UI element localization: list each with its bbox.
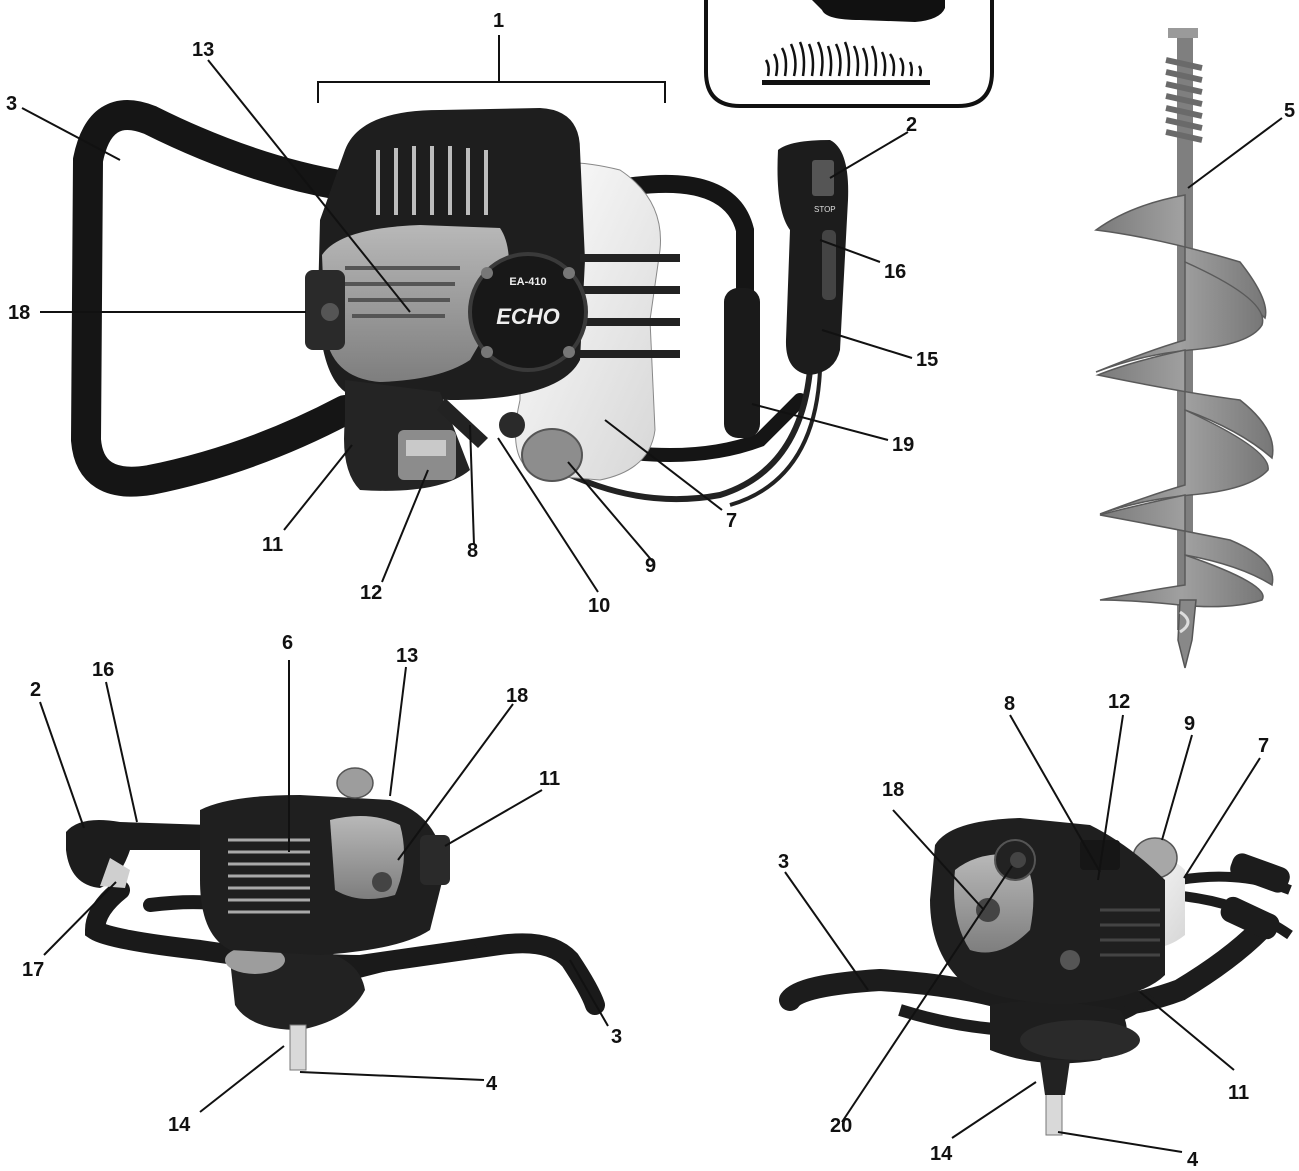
powerhead-left-view xyxy=(66,767,605,1071)
callout-2-left: 2 xyxy=(30,679,41,701)
throttle-lockout xyxy=(822,230,836,300)
callout-16-top: 16 xyxy=(884,261,906,283)
callout-4-left: 4 xyxy=(486,1073,498,1095)
callout-3-right: 3 xyxy=(778,851,789,873)
callout-13-top: 13 xyxy=(192,39,214,61)
callout-labels: 1 13 3 18 2 5 16 15 19 7 9 10 8 12 11 6 … xyxy=(6,10,1295,1171)
callout-18-top: 18 xyxy=(8,302,30,324)
callout-3-top: 3 xyxy=(6,93,17,115)
starter-badge xyxy=(468,252,588,372)
ground-line xyxy=(762,80,930,85)
callout-9-top: 9 xyxy=(645,555,656,577)
stop-switch-label: STOP xyxy=(814,205,836,214)
fuel-cap-left xyxy=(336,767,374,799)
operator-handle-left xyxy=(70,100,360,497)
stop-switch xyxy=(812,160,834,196)
callout-19: 19 xyxy=(892,434,914,456)
callout-13-left: 13 xyxy=(396,645,418,667)
choke-lever xyxy=(437,398,488,448)
callout-9-right: 9 xyxy=(1184,713,1195,735)
callout-14-right: 14 xyxy=(930,1143,953,1165)
callout-10: 10 xyxy=(588,595,610,617)
callout-11-top: 11 xyxy=(262,534,283,556)
warning-inset xyxy=(704,0,994,108)
callout-5: 5 xyxy=(1284,100,1295,122)
callout-11-right: 11 xyxy=(1228,1082,1249,1104)
output-shaft xyxy=(289,1024,307,1071)
callout-14-left: 14 xyxy=(168,1114,191,1136)
callout-8-right: 8 xyxy=(1004,693,1015,715)
auger-flighting xyxy=(1094,194,1274,608)
callout-18-left: 18 xyxy=(506,685,528,707)
callout-18-right: 18 xyxy=(882,779,904,801)
flame-symbol-icon xyxy=(764,41,923,77)
bracket-1 xyxy=(317,35,666,103)
callout-3-left: 3 xyxy=(611,1026,622,1048)
callout-2-top: 2 xyxy=(906,114,917,136)
callout-17: 17 xyxy=(22,959,44,981)
cooling-fins xyxy=(376,146,488,215)
handle-grip-19 xyxy=(724,288,760,438)
callout-11-left: 11 xyxy=(539,768,560,790)
callout-7-top: 7 xyxy=(726,510,737,532)
air-filter-knob-right xyxy=(976,898,1000,922)
engine-cover xyxy=(322,225,509,382)
callout-7-right: 7 xyxy=(1258,735,1269,757)
output-shaft-right xyxy=(1045,1089,1063,1136)
callout-8-top: 8 xyxy=(467,540,478,562)
callout-1: 1 xyxy=(493,10,504,32)
brand-badge: ECHO xyxy=(496,304,560,329)
callout-4-right: 4 xyxy=(1187,1149,1199,1171)
fuel-cap xyxy=(521,428,583,482)
callout-12-right: 12 xyxy=(1108,691,1130,713)
auger-spring xyxy=(1165,57,1203,143)
powerhead-right-view xyxy=(779,818,1293,1136)
throttle-handle xyxy=(777,140,849,375)
primer-bulb xyxy=(499,412,525,438)
throttle-handle-left xyxy=(66,819,212,888)
model-badge: EA-410 xyxy=(509,276,546,288)
operator-handle-right xyxy=(611,174,754,429)
callout-12-top: 12 xyxy=(360,582,382,604)
callout-20: 20 xyxy=(830,1115,852,1137)
hand-symbol-icon xyxy=(812,0,945,22)
auger-tip xyxy=(1177,599,1197,669)
frame-bar-right xyxy=(779,919,1271,1019)
callout-6: 6 xyxy=(282,632,293,654)
powerhead-front-view: STOP xyxy=(70,100,849,507)
leader-lines xyxy=(21,35,1283,1153)
engine-cover-left xyxy=(330,816,404,899)
callout-15: 15 xyxy=(916,349,938,371)
callout-16-left: 16 xyxy=(92,659,114,681)
throttle-cable xyxy=(558,369,813,503)
auger-bit xyxy=(1094,28,1274,669)
